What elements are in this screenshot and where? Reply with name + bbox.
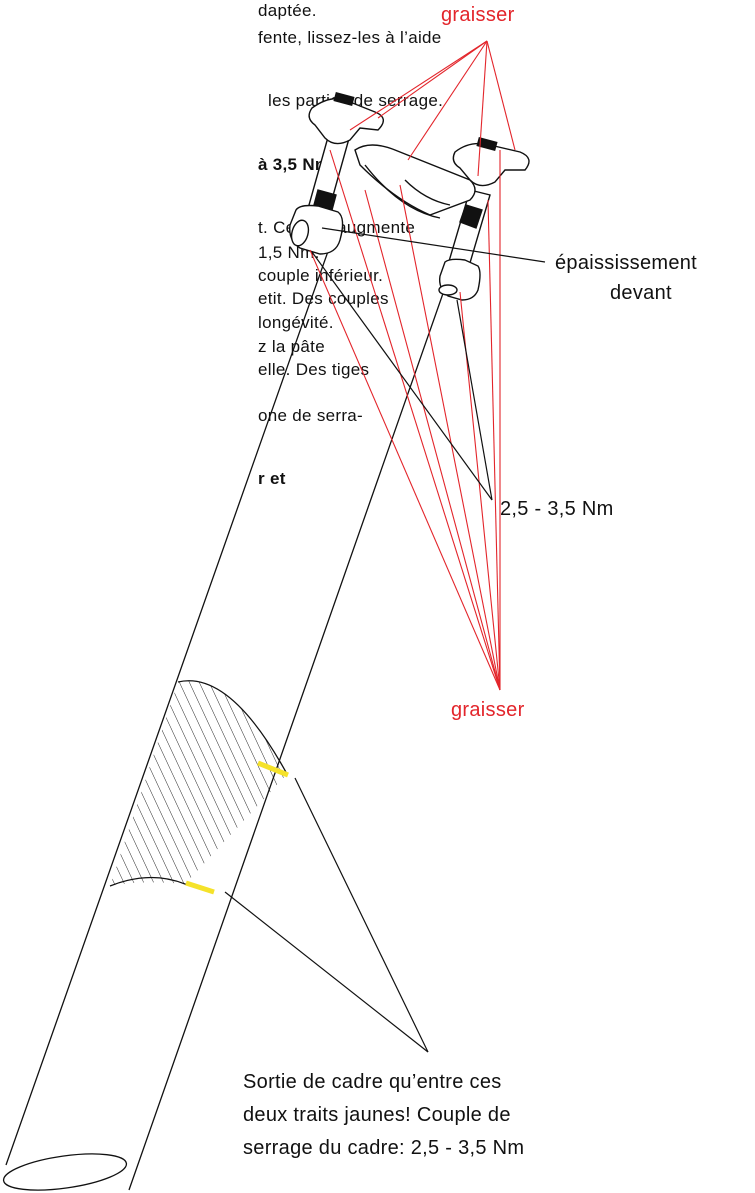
text-line-1: daptée. <box>258 1 317 20</box>
grease-label-top: graisser <box>441 4 515 26</box>
text-line-11: elle. Des tiges <box>258 360 370 379</box>
thickening-label: épaississement <box>555 252 698 274</box>
insertion-zone-hatch <box>110 680 287 886</box>
frame-note-line-1: Sortie de cadre qu’entre ces <box>243 1071 502 1093</box>
text-line-2: fente, lissez-les à l’aide <box>258 28 442 47</box>
grease-label-bottom: graisser <box>451 699 525 721</box>
text-line-12: one de serra- <box>258 406 364 425</box>
text-line-10: z la pâte <box>258 337 325 356</box>
text-line-3: les parties de serrage. <box>268 91 444 110</box>
grease-leader-lines <box>309 40 516 691</box>
clamp-head <box>289 91 530 301</box>
text-line-8: etit. Des couples <box>258 289 389 308</box>
text-line-13: r et <box>258 469 286 488</box>
frame-note-line-2: deux traits jaunes! Couple de <box>243 1104 511 1126</box>
text-line-9: longévité. <box>258 313 334 332</box>
insertion-mark-top <box>257 760 289 778</box>
thickening-label-devant: devant <box>610 282 672 304</box>
insertion-mark-bottom <box>185 880 215 895</box>
torque-clamp-label: 2,5 - 3,5 Nm <box>500 498 614 520</box>
text-line-4: à 3,5 Nm <box>258 155 331 174</box>
frame-note-line-3: serrage du cadre: 2,5 - 3,5 Nm <box>243 1137 525 1159</box>
callout-leader-lines <box>224 227 546 1053</box>
